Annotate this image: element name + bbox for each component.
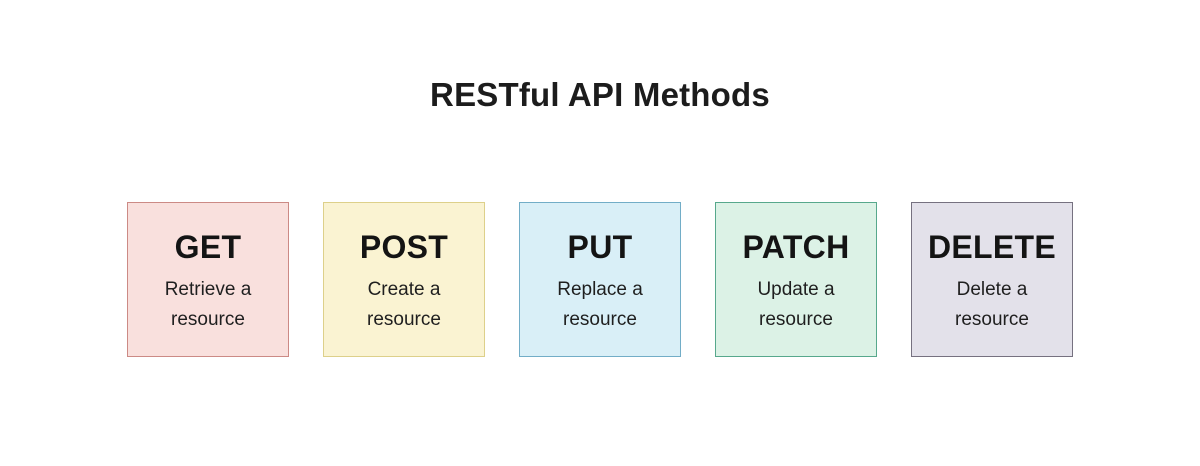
method-description: Update a resource	[757, 279, 835, 331]
method-card-post: POST Create a resource	[323, 202, 485, 357]
method-name: GET	[174, 228, 242, 265]
method-description: Retrieve a resource	[164, 279, 252, 331]
method-card-get: GET Retrieve a resource	[127, 202, 289, 357]
method-name: PATCH	[742, 228, 850, 265]
method-name: POST	[359, 228, 449, 265]
method-description: Create a resource	[367, 279, 441, 331]
method-cards-row: GET Retrieve a resource POST Create a re…	[0, 202, 1200, 357]
method-description: Delete a resource	[955, 279, 1029, 331]
method-name: DELETE	[927, 228, 1057, 265]
method-description: Replace a resource	[557, 279, 643, 331]
method-name: PUT	[567, 228, 633, 265]
page-title: RESTful API Methods	[430, 76, 770, 113]
method-card-delete: DELETE Delete a resource	[911, 202, 1073, 357]
method-card-put: PUT Replace a resource	[519, 202, 681, 357]
method-card-patch: PATCH Update a resource	[715, 202, 877, 357]
